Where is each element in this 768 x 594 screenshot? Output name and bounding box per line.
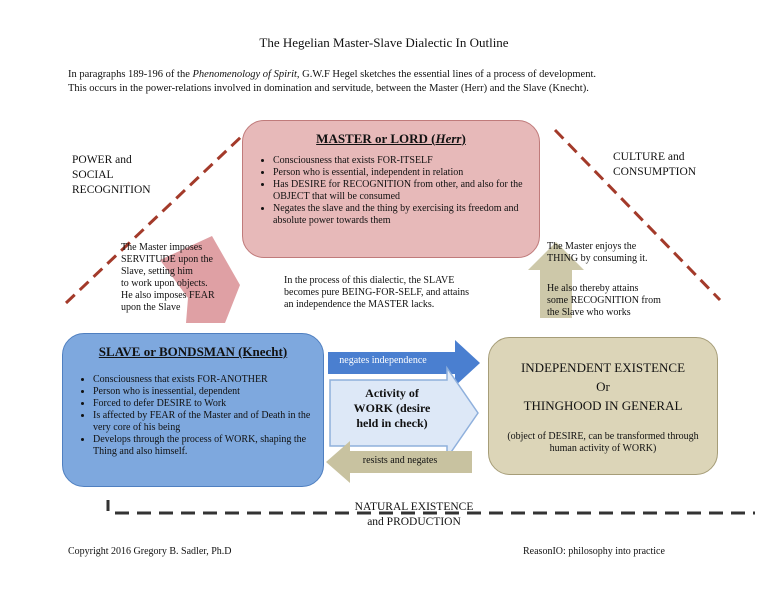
- intro-work-title: Phenomenology of Spirit: [192, 69, 297, 80]
- intro-line-2: This occurs in the power-relations invol…: [68, 83, 589, 94]
- culture-consumption-label: CULTURE and CONSUMPTION: [613, 150, 696, 180]
- note-line: THING by consuming it.: [547, 253, 648, 264]
- natural-label-line: and PRODUCTION: [367, 516, 461, 528]
- master-enjoys-note: The Master enjoys the THING by consuming…: [547, 241, 648, 265]
- intro-text-before: In paragraphs 189-196 of the: [68, 69, 193, 80]
- master-title-suffix: ): [461, 131, 466, 146]
- power-label-line: SOCIAL: [72, 169, 114, 181]
- slave-point: Forced to defer DESIRE to Work: [93, 398, 313, 410]
- note-line: He also imposes FEAR: [121, 290, 215, 301]
- master-point: Consciousness that exists FOR-ITSELF: [273, 155, 529, 167]
- master-points: Consciousness that exists FOR-ITSELF Per…: [243, 155, 539, 227]
- note-line: upon the Slave: [121, 302, 181, 313]
- master-title-term: Herr: [435, 131, 462, 146]
- slave-box: SLAVE or BONDSMAN (Knecht) Consciousness…: [62, 333, 324, 487]
- intro-paragraph: In paragraphs 189-196 of the Phenomenolo…: [68, 68, 708, 96]
- note-line: Slave, setting him: [121, 266, 193, 277]
- power-dashed-line: [64, 133, 245, 305]
- note-line: SERVITUDE upon the: [121, 254, 213, 265]
- slave-point: Person who is inessential, dependent: [93, 386, 313, 398]
- intro-text-after: , G.W.F Hegel sketches the essential lin…: [296, 69, 596, 80]
- slave-point: Develops through the process of WORK, sh…: [93, 434, 313, 458]
- culture-label-line: CULTURE and: [613, 151, 685, 163]
- independent-title-line: INDEPENDENT EXISTENCE: [520, 360, 686, 375]
- note-line: to work upon objects.: [121, 278, 208, 289]
- page-title: The Hegelian Master-Slave Dialectic In O…: [259, 35, 509, 50]
- independent-note: (object of DESIRE, can be transformed th…: [507, 431, 699, 454]
- natural-label-line: NATURAL EXISTENCE: [354, 501, 474, 513]
- independent-existence-box: INDEPENDENT EXISTENCE Or THINGHOOD IN GE…: [488, 337, 718, 475]
- natural-existence-label: NATURAL EXISTENCE and PRODUCTION: [349, 500, 479, 530]
- resists-arrow-label: resists and negates: [362, 455, 438, 466]
- slave-point: Consciousness that exists FOR-ANOTHER: [93, 374, 313, 386]
- work-activity-label: Activity of WORK (desire held in check): [340, 386, 444, 431]
- independent-title-line: THINGHOOD IN GENERAL: [523, 398, 683, 413]
- culture-label-line: CONSUMPTION: [613, 166, 697, 178]
- work-line: held in check): [356, 416, 428, 430]
- work-line: Activity of: [365, 386, 419, 400]
- negates-arrow-label: negates independence: [339, 355, 427, 366]
- note-line: an independence the MASTER lacks.: [284, 299, 435, 310]
- independent-title: INDEPENDENT EXISTENCE Or THINGHOOD IN GE…: [489, 358, 717, 415]
- copyright-notice: Copyright 2016 Gregory B. Sadler, Ph.D: [68, 546, 232, 557]
- work-line: WORK (desire: [353, 401, 431, 415]
- master-box: MASTER or LORD (Herr) Consciousness that…: [242, 120, 540, 258]
- independent-title-line: Or: [596, 379, 610, 394]
- dialectic-note: In the process of this dialectic, the SL…: [284, 275, 469, 311]
- slave-point: Is affected by FEAR of the Master and of…: [93, 410, 313, 434]
- note-line: becomes pure BEING-FOR-SELF, and attains: [284, 287, 469, 298]
- master-recognition-note: He also thereby attains some RECOGNITION…: [547, 283, 661, 319]
- resists-arrow: [326, 441, 472, 483]
- note-line: In the process of this dialectic, the SL…: [284, 275, 455, 286]
- power-label-line: RECOGNITION: [72, 184, 151, 196]
- master-point: Has DESIRE for RECOGNITION from other, a…: [273, 179, 529, 203]
- power-label-line: POWER and: [72, 154, 132, 166]
- slave-points: Consciousness that exists FOR-ANOTHER Pe…: [63, 374, 323, 458]
- master-title: MASTER or LORD (Herr): [243, 131, 539, 147]
- note-line: the Slave who works: [547, 307, 631, 318]
- note-line: The Master enjoys the: [547, 241, 637, 252]
- master-point: Negates the slave and the thing by exerc…: [273, 203, 529, 227]
- note-line: some RECOGNITION from: [547, 295, 661, 306]
- power-recognition-label: POWER and SOCIAL RECOGNITION: [72, 153, 151, 198]
- culture-dashed-line: [553, 128, 722, 302]
- thing-to-master-arrow: [528, 242, 584, 318]
- note-line: The Master imposes: [121, 242, 203, 253]
- master-point: Person who is essential, independent in …: [273, 167, 529, 179]
- master-to-slave-arrow: [160, 236, 240, 323]
- note-line: He also thereby attains: [547, 283, 639, 294]
- master-imposes-note: The Master imposes SERVITUDE upon the Sl…: [121, 242, 215, 314]
- master-title-prefix: MASTER or LORD (: [316, 131, 436, 146]
- slave-title: SLAVE or BONDSMAN (Knecht): [98, 344, 288, 359]
- negates-arrow: [328, 340, 480, 386]
- brand-tagline: ReasonIO: philosophy into practice: [523, 546, 665, 557]
